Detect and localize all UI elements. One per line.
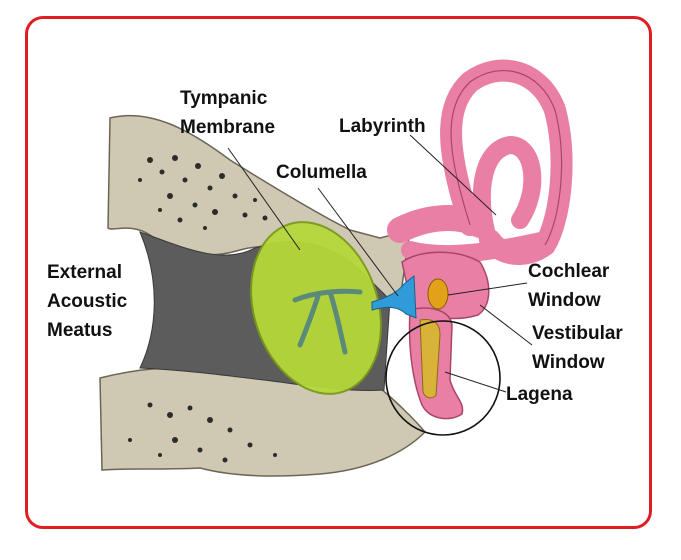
cochlear-window-label: Cochlear Window bbox=[528, 261, 610, 311]
labyrinth-outline bbox=[450, 69, 563, 246]
lagena-highlight-circle bbox=[385, 320, 501, 436]
cochlear-window bbox=[427, 278, 449, 310]
vestibular-window-label: Vestibular Window bbox=[532, 323, 623, 373]
columella-extracolumella bbox=[292, 288, 363, 355]
external-acoustic-meatus-label: External Acoustic Meatus bbox=[47, 262, 128, 341]
tympanic-membrane-label: Tympanic Membrane bbox=[180, 88, 276, 138]
red-border-frame bbox=[25, 16, 652, 529]
leader-lines bbox=[227, 134, 533, 393]
columella-label: Columella bbox=[276, 162, 367, 183]
lagena-interior bbox=[419, 319, 441, 399]
bone-texture bbox=[128, 155, 277, 463]
labyrinth-label: Labyrinth bbox=[339, 116, 426, 137]
lagena-label: Lagena bbox=[506, 384, 573, 405]
columella bbox=[371, 274, 417, 319]
labyrinth bbox=[387, 59, 573, 266]
